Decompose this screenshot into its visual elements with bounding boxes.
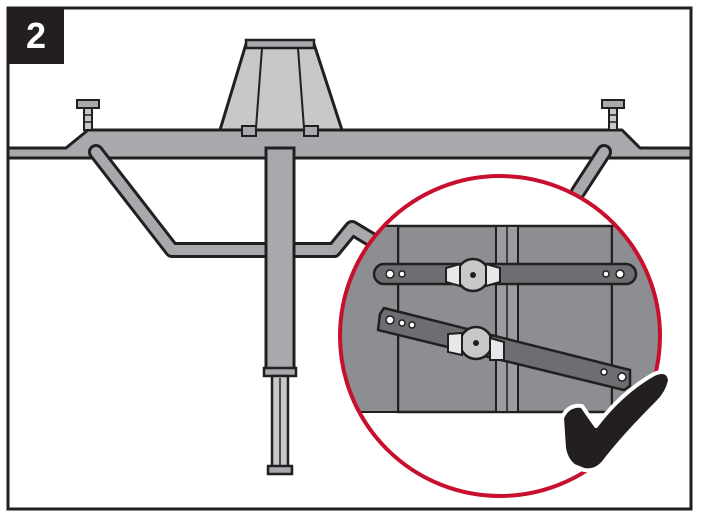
top-mount (218, 38, 344, 137)
upper-strap (372, 257, 638, 293)
lower-strap (376, 306, 632, 392)
step-number-badge: 2 (8, 8, 64, 64)
left-bolt (76, 99, 100, 131)
zoom-circle-border (338, 174, 662, 498)
right-bolt (601, 99, 625, 131)
lower-frame (88, 144, 612, 258)
lower-clamp (447, 325, 505, 361)
support-leg (262, 146, 298, 476)
upper-clamp (445, 257, 501, 293)
main-beam (6, 128, 693, 160)
checkmark-icon (560, 370, 672, 473)
